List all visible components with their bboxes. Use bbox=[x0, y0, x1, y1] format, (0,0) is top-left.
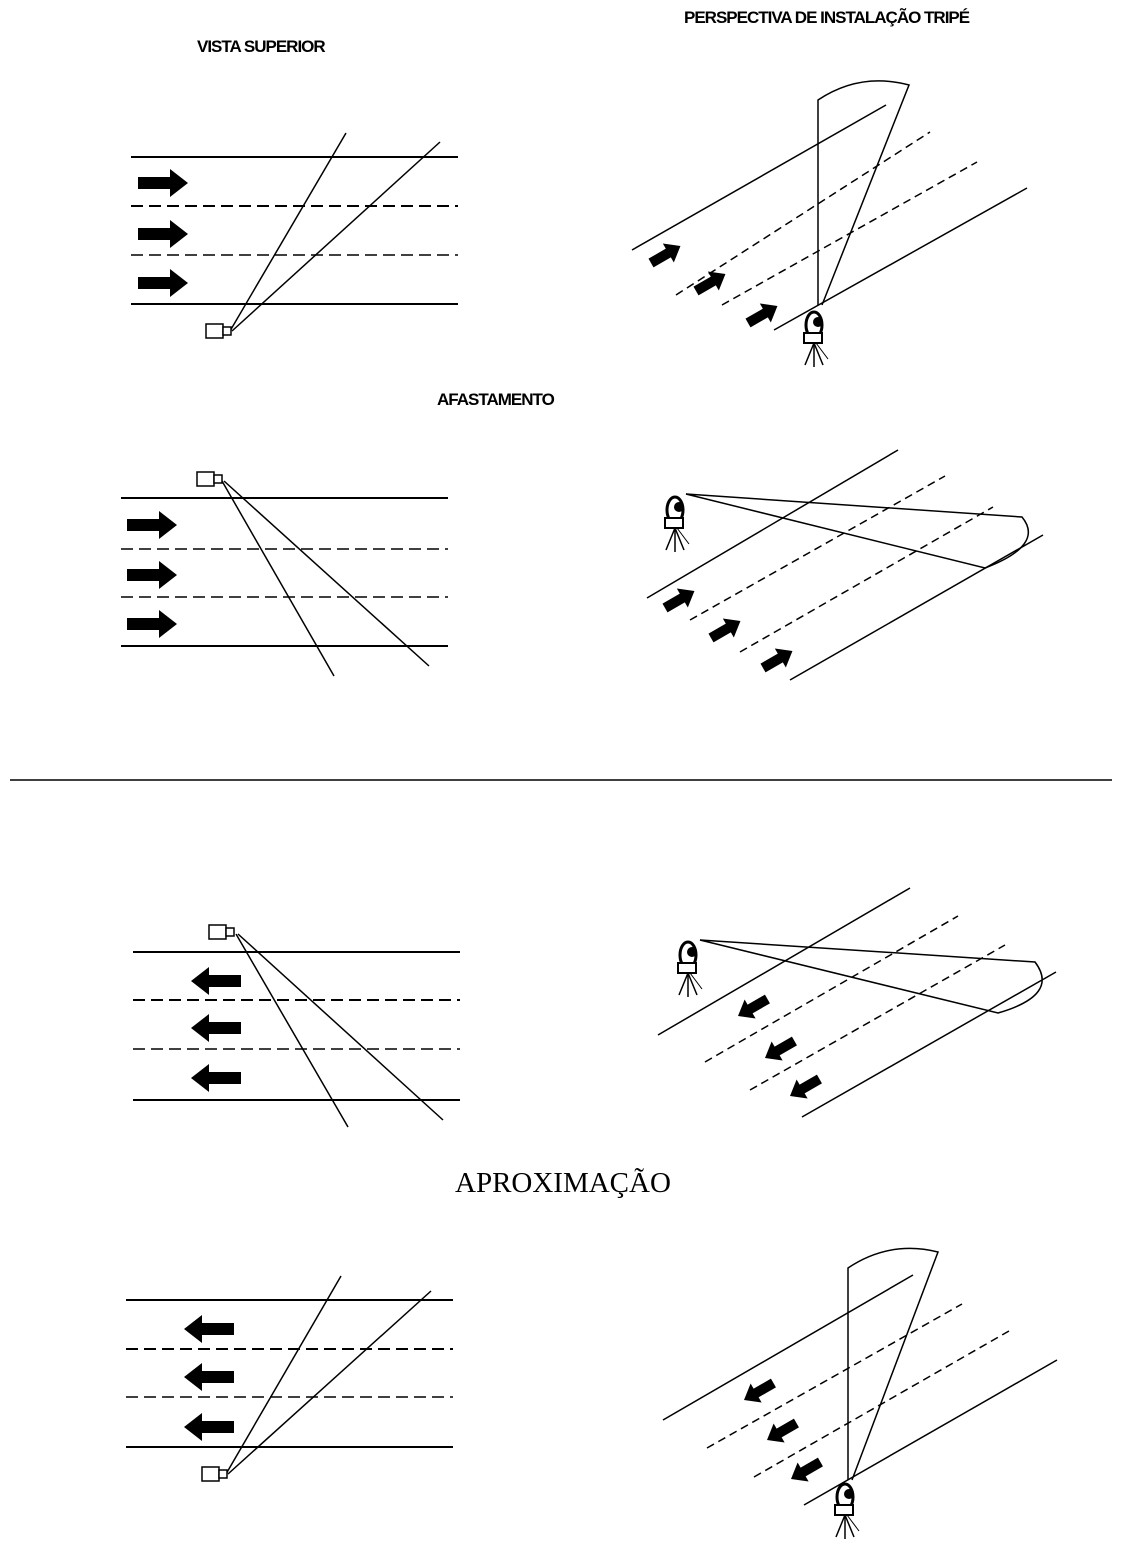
perspective-receding bbox=[631, 80, 1028, 369]
lane-divider-line bbox=[749, 944, 1006, 1091]
road-edge-line bbox=[657, 887, 911, 1036]
traffic-arrow-left-icon bbox=[191, 967, 241, 995]
traffic-arrow-left-icon bbox=[784, 1069, 825, 1106]
lane-divider-line bbox=[675, 131, 931, 296]
traffic-arrow-left-icon bbox=[184, 1413, 234, 1441]
top-view-approaching-far-side bbox=[133, 924, 460, 1128]
perspective-approaching bbox=[662, 1247, 1058, 1541]
radar-beam-cone bbox=[685, 493, 1030, 569]
road-edge-line bbox=[631, 104, 887, 251]
tripod-radar-icon bbox=[663, 495, 691, 554]
radar-beam-cone bbox=[847, 1247, 939, 1481]
radar-beam-line bbox=[221, 480, 335, 677]
traffic-arrow-right-icon bbox=[705, 611, 746, 648]
traffic-arrow-right-icon bbox=[127, 610, 177, 638]
radar-beam-line bbox=[225, 1275, 342, 1475]
traffic-arrow-right-icon bbox=[138, 169, 188, 197]
top-view-receding bbox=[131, 132, 458, 339]
radar-beam-line bbox=[237, 933, 444, 1121]
tripod-radar-icon bbox=[676, 940, 704, 999]
top-view-receding-far-side bbox=[121, 471, 448, 677]
traffic-arrow-left-icon bbox=[759, 1031, 800, 1068]
road-edge-line bbox=[801, 971, 1057, 1118]
tripod-radar-icon bbox=[833, 1482, 861, 1541]
lane-divider-line bbox=[706, 1303, 963, 1449]
traffic-arrow-right-icon bbox=[645, 236, 686, 273]
radar-beam-line bbox=[235, 933, 349, 1128]
road-edge-line bbox=[803, 1359, 1058, 1506]
radar-beam-line bbox=[231, 141, 441, 332]
radar-device-icon bbox=[196, 471, 223, 487]
radar-device-icon bbox=[208, 924, 235, 940]
radar-beam-cone bbox=[817, 80, 911, 306]
road-edge-line bbox=[646, 449, 899, 599]
traffic-arrow-right-icon bbox=[742, 296, 783, 333]
traffic-arrow-right-icon bbox=[690, 264, 731, 301]
traffic-arrow-left-icon bbox=[761, 1413, 802, 1450]
approaching-label: APROXIMAÇÃO bbox=[455, 1167, 671, 1199]
traffic-arrow-left-icon bbox=[732, 989, 773, 1026]
perspective-label: PERSPECTIVA DE INSTALAÇÃO TRIPÉ bbox=[684, 8, 970, 27]
lane-divider-line bbox=[753, 1330, 1010, 1478]
lane-divider-line bbox=[689, 475, 946, 621]
tripod-radar-icon bbox=[802, 310, 830, 369]
traffic-arrow-right-icon bbox=[138, 220, 188, 248]
traffic-arrow-left-icon bbox=[184, 1363, 234, 1391]
traffic-arrow-left-icon bbox=[785, 1452, 826, 1489]
traffic-arrow-right-icon bbox=[127, 561, 177, 589]
road-edge-line bbox=[773, 187, 1028, 331]
traffic-arrow-right-icon bbox=[138, 269, 188, 297]
radar-device-icon bbox=[205, 323, 232, 339]
traffic-arrow-right-icon bbox=[127, 511, 177, 539]
receding-label: AFASTAMENTO bbox=[437, 390, 555, 409]
radar-device-icon bbox=[201, 1466, 228, 1482]
perspective-receding-far-side bbox=[646, 449, 1044, 681]
traffic-arrow-left-icon bbox=[191, 1014, 241, 1042]
traffic-arrow-left-icon bbox=[191, 1064, 241, 1092]
traffic-arrow-right-icon bbox=[757, 641, 798, 678]
radar-beam-line bbox=[227, 1290, 432, 1475]
radar-beam-line bbox=[229, 132, 347, 332]
top-view-approaching bbox=[126, 1275, 453, 1482]
traffic-arrow-left-icon bbox=[738, 1373, 779, 1410]
road-edge-line bbox=[789, 534, 1044, 681]
lane-divider-line bbox=[704, 915, 959, 1063]
top-view-label: VISTA SUPERIOR bbox=[197, 37, 326, 56]
perspective-approaching-far-side bbox=[657, 887, 1057, 1118]
lane-divider-line bbox=[739, 506, 994, 653]
radar-beam-line bbox=[223, 480, 430, 667]
traffic-arrow-left-icon bbox=[184, 1315, 234, 1343]
road-edge-line bbox=[662, 1274, 914, 1421]
radar-beam-cone bbox=[699, 939, 1043, 1014]
